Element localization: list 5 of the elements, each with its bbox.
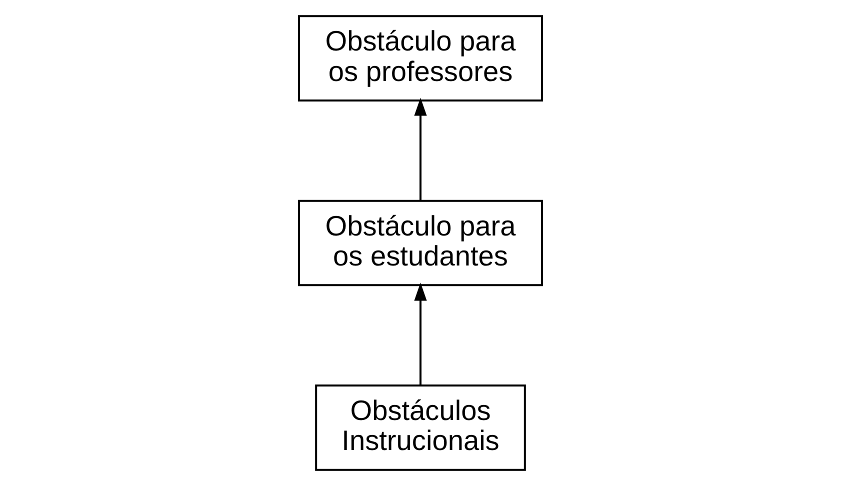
node-box: Obstáculos Instrucionais <box>315 384 526 471</box>
arrow <box>414 98 427 201</box>
node-box: Obstáculo para os estudantes <box>298 200 543 286</box>
arrow <box>414 282 427 386</box>
node-box: Obstáculo para os professores <box>298 15 543 102</box>
